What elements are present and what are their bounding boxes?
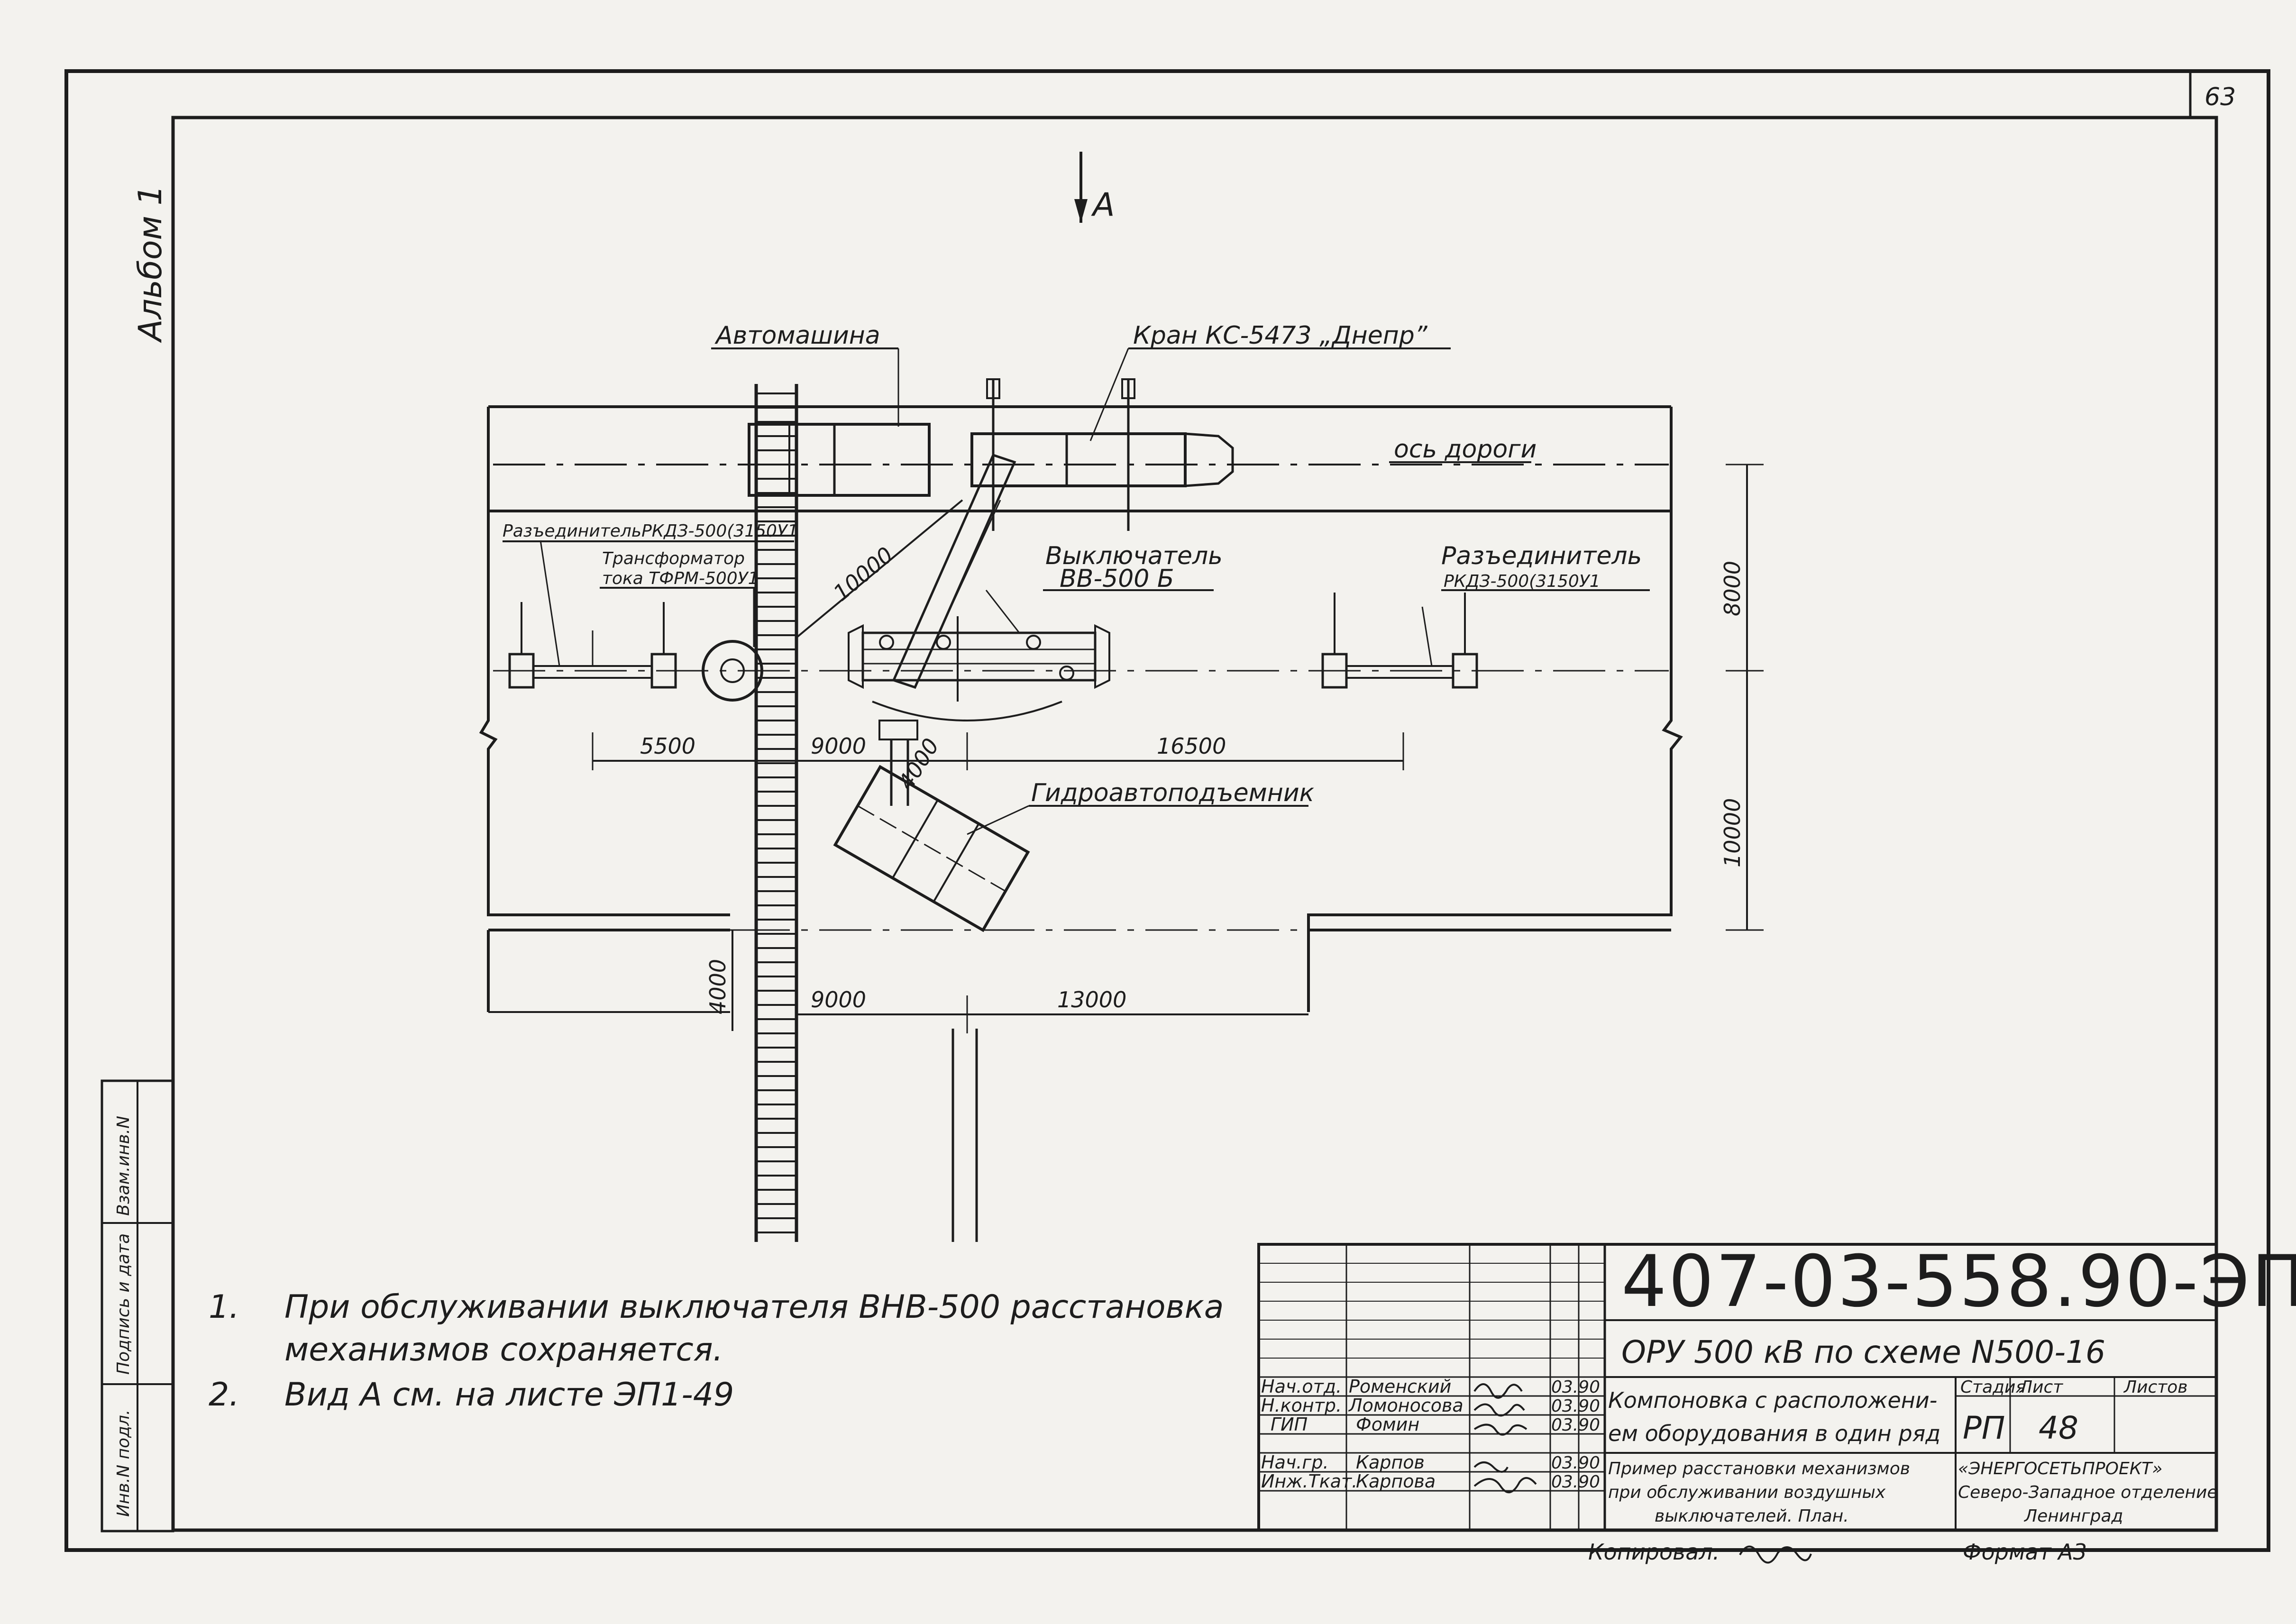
current-transformer-shape xyxy=(702,588,763,702)
footer-format: Формат А3 xyxy=(1963,1539,2087,1565)
sig-date-3: 03.90 xyxy=(1551,1415,1600,1435)
sig-date-1: 03.90 xyxy=(1551,1378,1600,1397)
view-a-marker xyxy=(1074,152,1088,223)
sig-date-4: 03.90 xyxy=(1551,1453,1600,1473)
label-disconnector-left: РазъединительРКДЗ-500(3150У1 xyxy=(503,521,798,541)
truck-shape xyxy=(748,423,931,497)
side-stamp-signature: Подпись и дата xyxy=(114,1233,133,1375)
sheet-frame xyxy=(64,69,2270,1552)
subtitle-line-1: Пример расстановки механизмов xyxy=(1608,1459,1910,1478)
sig-role-1: Нач.отд. xyxy=(1261,1376,1342,1397)
handwritten-signatures xyxy=(1473,1383,1537,1494)
title-line-2: ем оборудования в один ряд xyxy=(1608,1421,1940,1446)
org-line-3: Ленинград xyxy=(2023,1506,2123,1526)
sig-role-3: ГИП xyxy=(1271,1414,1308,1435)
dim-boom-reach: 10000 xyxy=(828,542,898,606)
cable-tray xyxy=(754,384,798,1242)
dim-lift-reach: 4000 xyxy=(893,734,944,794)
title-block xyxy=(1257,1243,2218,1532)
note-1-number: 1. xyxy=(209,1288,239,1326)
hydraulic-lift-shape xyxy=(833,720,1030,932)
dim-8000: 8000 xyxy=(1720,561,1745,616)
album-label: Альбом 1 xyxy=(132,185,169,343)
sig-date-2: 03.90 xyxy=(1551,1396,1600,1416)
label-road-axis: ось дороги xyxy=(1394,435,1537,464)
label-car: Автомашина xyxy=(714,321,880,350)
side-stamp-replace: Взам.инв.N xyxy=(114,1116,133,1216)
sig-date-5: 03.90 xyxy=(1551,1472,1600,1492)
label-breaker-1: Выключатель xyxy=(1045,542,1223,570)
label-hydraulic-lift: Гидроавтоподъемник xyxy=(1031,779,1315,807)
subtitle-line-3: выключателей. План. xyxy=(1655,1506,1849,1526)
page-number: 63 xyxy=(2205,83,2236,111)
disconnector-left-shape xyxy=(508,540,677,689)
dim-10000: 10000 xyxy=(1720,798,1745,867)
side-stamp-inv: Инв.N подл. xyxy=(114,1410,133,1517)
dim-9000-top: 9000 xyxy=(811,733,866,759)
note-2-number: 2. xyxy=(209,1376,239,1414)
stage-value: РП xyxy=(1963,1410,2005,1446)
dim-5500: 5500 xyxy=(640,733,695,759)
note-1-line-1: При обслуживании выключателя ВНВ-500 рас… xyxy=(284,1288,1224,1326)
col-sheet-header: Лист xyxy=(2019,1378,2063,1397)
doc-code: 407-03-558.90-ЭП1 xyxy=(1621,1241,2296,1323)
copier-signature xyxy=(1739,1545,1812,1564)
label-leaders xyxy=(503,347,1650,835)
dim-4000-vertical: 4000 xyxy=(705,959,731,1014)
breaker-shape xyxy=(848,590,1110,721)
sig-name-4: Карпов xyxy=(1356,1452,1425,1473)
dim-9000-bottom: 9000 xyxy=(811,987,866,1013)
sheet-value: 48 xyxy=(2039,1410,2078,1446)
dim-13000: 13000 xyxy=(1057,987,1126,1013)
note-2-line-1: Вид А см. на листе ЭП1-49 xyxy=(284,1376,734,1414)
sig-role-5: Инж.Ткат. xyxy=(1261,1471,1357,1492)
sig-name-3: Фомин xyxy=(1356,1414,1419,1435)
crane-shape xyxy=(892,378,1234,689)
site-plan xyxy=(479,405,1683,1242)
label-current-transformer-1: Трансформатор xyxy=(602,549,745,568)
title-line-1: Компоновка с расположени- xyxy=(1608,1387,1937,1413)
dim-16500: 16500 xyxy=(1157,733,1226,759)
side-stamp xyxy=(101,1079,174,1533)
org-line-1: «ЭНЕРГОСЕТЬПРОЕКТ» xyxy=(1958,1459,2162,1478)
view-a-label: А xyxy=(1091,186,1115,224)
label-breaker-2: ВВ-500 Б xyxy=(1060,565,1174,593)
col-stage-header: Стадия xyxy=(1960,1378,2026,1397)
sig-name-1: Роменский xyxy=(1349,1376,1451,1397)
project-name: ОРУ 500 кВ по схеме N500-16 xyxy=(1621,1334,2105,1370)
label-disconnector-right-2: РКДЗ-500(3150У1 xyxy=(1444,572,1601,591)
label-crane: Кран КС-5473 „Днепр” xyxy=(1133,321,1428,350)
dimension-lines xyxy=(592,464,1764,1033)
label-current-transformer-2: тока ТФРМ-500У1 xyxy=(602,569,759,588)
sig-name-2: Ломоносова xyxy=(1348,1395,1464,1416)
sig-role-2: Н.контр. xyxy=(1261,1395,1342,1416)
footer-copied: Копировал: xyxy=(1588,1539,1720,1565)
subtitle-line-2: при обслуживании воздушных xyxy=(1608,1483,1886,1502)
note-1-line-2: механизмов сохраняется. xyxy=(284,1331,723,1369)
label-disconnector-right-1: Разъединитель xyxy=(1441,542,1642,570)
col-sheets-header: Листов xyxy=(2123,1378,2187,1397)
sig-name-5: Карпова xyxy=(1356,1471,1436,1492)
disconnector-right-shape xyxy=(1321,593,1478,689)
org-line-2: Северо-Западное отделение xyxy=(1958,1483,2218,1502)
sig-role-4: Нач.гр. xyxy=(1261,1452,1329,1473)
